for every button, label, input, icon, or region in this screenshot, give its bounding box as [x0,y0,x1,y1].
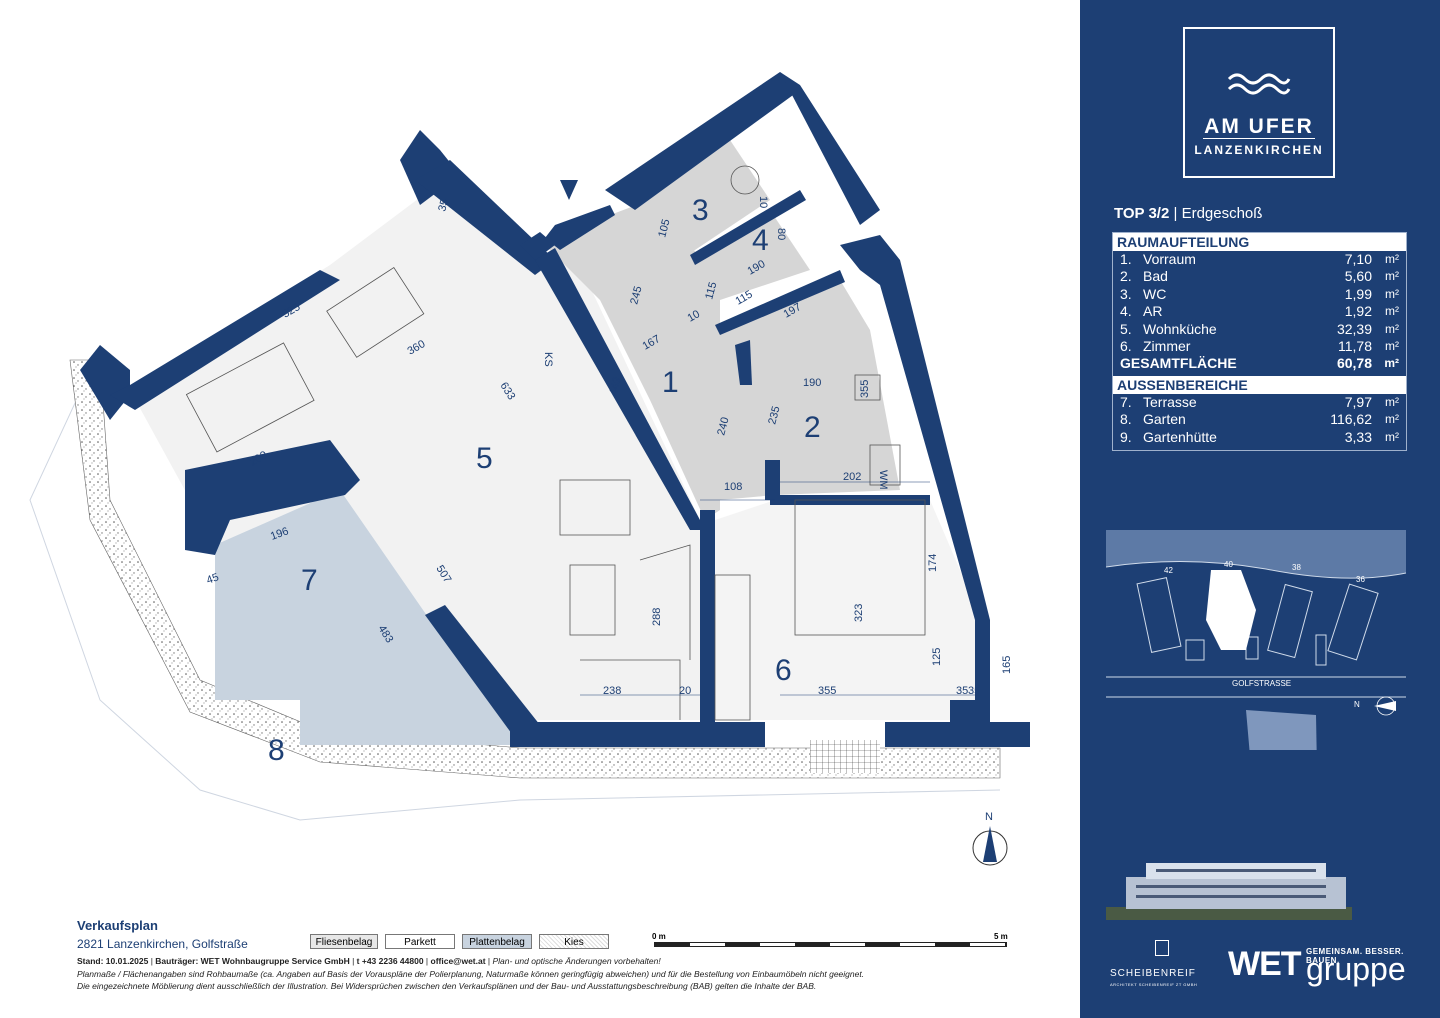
site-north-icon: N [1354,696,1396,716]
footer-disclaimer-2: Die eingezeichnete Möblierung dient auss… [77,981,817,991]
footer-info-line: Stand: 10.01.2025 | Bauträger: WET Wohnb… [77,956,661,966]
room-1-vorraum-floor [545,200,720,520]
wave-icon [1227,73,1291,95]
info-sidebar: AM UFER LANZENKIRCHEN TOP 3/2 | Erdgesch… [1080,0,1440,1018]
dim-label: KS [542,352,554,367]
garden-area [29,359,1001,821]
dim-label: WM [877,470,889,490]
scale-end: 5 m [994,932,1008,941]
dim-label: 202 [843,471,861,483]
dim-label: 20 [679,685,691,697]
building-rendering [1106,863,1352,920]
room-number-1: 1 [662,366,679,399]
room-table-heading: RAUMAUFTEILUNG [1113,233,1406,251]
north-arrow: N [972,811,1008,866]
room-number-7: 7 [301,564,318,597]
dim-label: 323 [853,604,865,622]
legend-fliesen: Fliesenbelag [310,934,378,949]
dim-label: 245 [628,285,644,306]
room-number-2: 2 [804,411,821,444]
svg-text:42: 42 [1164,566,1173,575]
legend-parkett: Parkett [385,934,455,949]
street-label: GOLFSTRASSE [1232,679,1291,688]
floor-plan-area: 1 2 3 4 5 6 7 8 525 360 200 633 196 45 5… [29,72,1030,991]
entrance-marker [560,180,578,200]
dim-label: 196 [269,525,290,543]
furniture [185,165,926,721]
dim-label: 190 [803,377,821,389]
dimension-lines [580,481,975,696]
walls [80,72,1030,747]
svg-text:N: N [1354,700,1360,709]
dim-label: 165 [1001,656,1013,674]
room-7-terrasse-floor [215,490,520,745]
logo-subtitle: LANZENKIRCHEN [1194,143,1324,157]
dim-label: 355 [818,685,836,697]
legend-kies: Kies [539,934,609,949]
room-3-wc-floor [625,140,770,260]
dim-label: 115 [703,281,719,301]
dim-label: 355 [859,380,871,398]
room-number-4: 4 [752,224,769,257]
dim-label: 108 [724,481,742,493]
svg-text:36: 36 [1356,575,1365,584]
footer-title: Verkaufsplan [77,918,158,933]
unit-title: TOP 3/2 | Erdgeschoß [1114,205,1263,222]
dim-label: 240 [715,416,731,437]
dim-label: 35 [968,685,980,697]
footer-address: 2821 Lanzenkirchen, Golfstraße [77,937,248,951]
dim-label: 105 [656,218,672,239]
dim-label: 10 [686,308,703,325]
scale-start: 0 m [652,932,666,941]
dim-label: 45 [205,571,221,586]
total-row: GESAMTFLÄCHE 60,78 m² [1120,355,1399,372]
room-6-zimmer-floor [715,500,975,720]
room-number-8: 8 [268,734,285,767]
wet-logo: WET GEMEINSAM. BESSER. BAUEN. gruppe [1228,945,1406,987]
balcony-tiles [810,740,880,773]
dim-label: 10 [757,196,769,208]
room-number-3: 3 [692,194,709,227]
svg-text:38: 38 [1292,563,1301,572]
dim-label: 238 [603,685,621,697]
dim-label: 80 [775,228,787,240]
scheibenreif-emblem-icon [1155,940,1169,956]
room-number-6: 6 [775,654,792,687]
scheibenreif-logo: SCHEIBENREIF ARCHITEKT SCHEIBENREIF ZT G… [1110,940,1214,990]
scale-bar [654,942,1007,947]
logo-title: AM UFER [1204,115,1314,138]
footer-disclaimer-1: Planmaße / Flächenangaben sind Rohbaumaß… [77,969,865,979]
garden-gravel-strip [69,359,1001,779]
dim-label: 449 [607,376,623,397]
floor-plan-drawing: 1 2 3 4 5 6 7 8 525 360 200 633 196 45 5… [29,72,1030,866]
dim-label: 235 [766,405,782,426]
dim-label: 174 [927,554,939,572]
room-2-bad-floor [720,280,900,500]
dim-label: 35 [436,198,451,213]
room-number-5: 5 [476,442,493,475]
svg-text:N: N [985,811,993,823]
svg-text:40: 40 [1224,560,1233,569]
dim-label: 35 [956,685,968,697]
dim-label: 288 [651,608,663,626]
project-logo: AM UFER LANZENKIRCHEN [1183,27,1335,178]
room-4-ar-floor [680,210,810,300]
legend-platten: Plattenbelag [462,934,532,949]
site-map: 42 40 38 36 GOLFSTRASSE N [1106,530,1407,750]
dim-label: 125 [931,648,943,666]
outdoor-table-heading: AUSSENBEREICHE [1113,375,1406,394]
